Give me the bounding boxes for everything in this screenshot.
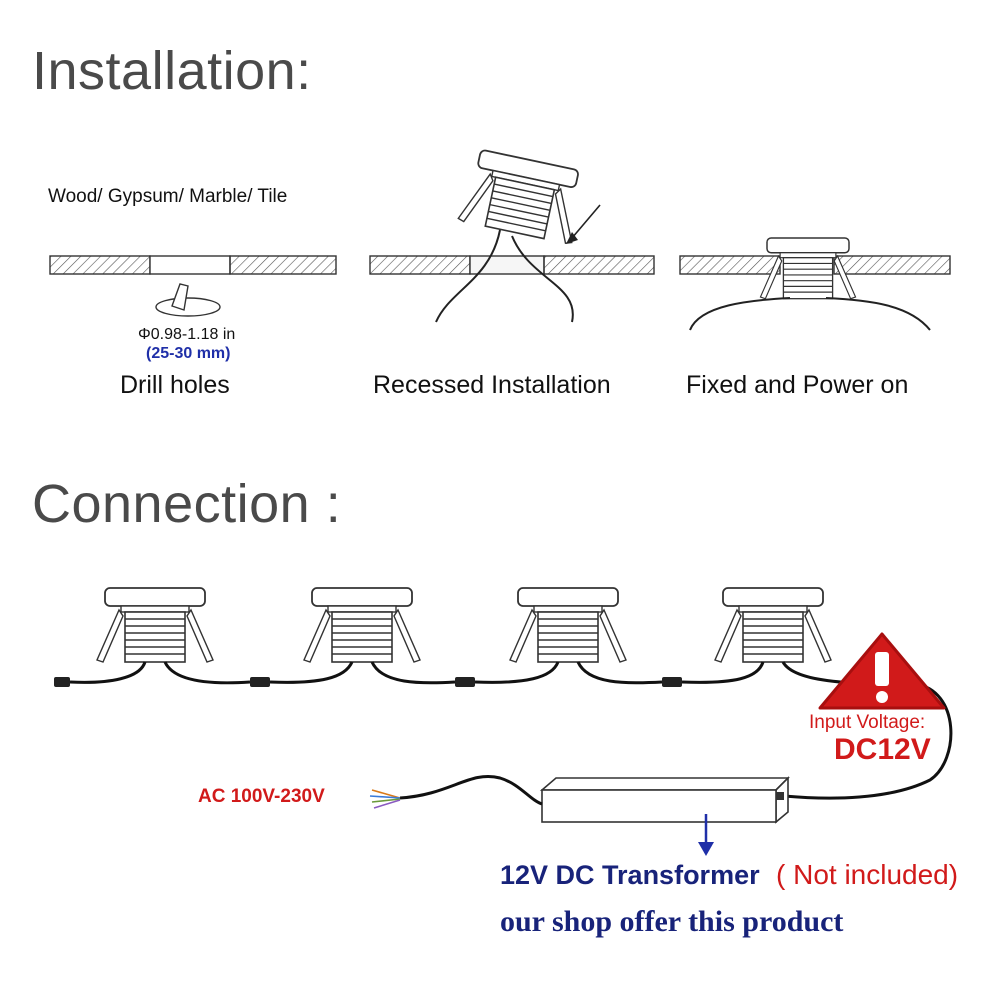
light-2 <box>303 587 421 663</box>
light-3 <box>509 587 627 663</box>
step-recessed-installation: Recessed Installation <box>373 371 611 399</box>
light-1 <box>96 587 214 663</box>
not-included-label: ( Not included) <box>776 859 959 890</box>
cable-connectors <box>54 677 682 687</box>
step-drill-holes: Drill holes <box>120 371 230 399</box>
connection-lights <box>96 587 832 663</box>
materials-label: Wood/ Gypsum/ Marble/ Tile <box>48 186 288 207</box>
hole-size-inches: Φ0.98-1.18 in <box>138 326 236 343</box>
transformer-arrow-icon <box>698 814 714 856</box>
light-cables <box>69 661 953 800</box>
panel-recessed-installation <box>369 147 655 323</box>
light-4 <box>714 587 832 663</box>
transformer-label: 12V DC Transformer <box>500 860 760 890</box>
input-voltage-value: DC12V <box>834 733 931 766</box>
step-fixed-power-on: Fixed and Power on <box>686 371 909 399</box>
shop-note: our shop offer this product <box>500 905 844 938</box>
transformer-box <box>539 776 790 824</box>
panel-drill-holes <box>49 255 337 317</box>
input-voltage-label: Input Voltage: <box>809 712 926 733</box>
ac-input-label: AC 100V-230V <box>198 786 325 807</box>
connection-heading: Connection : <box>32 474 342 534</box>
installation-heading: Installation: <box>32 41 312 101</box>
ac-input-cable <box>369 775 543 809</box>
panel-fixed-power-on <box>679 237 951 331</box>
warning-triangle-icon <box>818 632 946 710</box>
hole-size-mm: (25-30 mm) <box>146 345 231 362</box>
